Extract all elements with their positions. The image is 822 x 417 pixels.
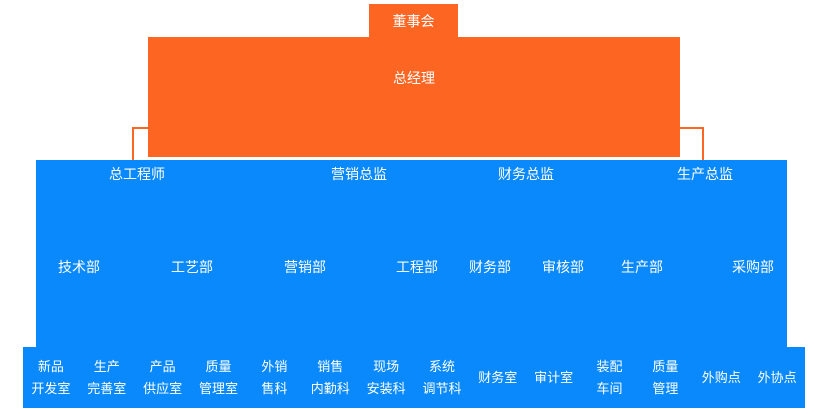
node-board[interactable]: 董事会 (369, 4, 458, 37)
node-dept-engineering[interactable]: 工程部 (396, 259, 438, 275)
node-dept-marketing[interactable]: 营销部 (284, 259, 326, 275)
node-dept-production[interactable]: 生产部 (621, 259, 663, 275)
node-finance-director[interactable]: 财务总监 (498, 166, 554, 182)
node-dept-technology[interactable]: 技术部 (58, 259, 100, 275)
office-label-line: 产品 (149, 358, 176, 374)
node-dept-purchasing[interactable]: 采购部 (732, 259, 774, 275)
node-office-new-product-dev[interactable]: 新品 开发室 (23, 347, 79, 408)
node-office-quality-management[interactable]: 质量 管理 (637, 347, 693, 408)
office-label-line: 车间 (596, 380, 623, 396)
office-label-line: 质量 (652, 358, 679, 374)
node-dept-craft[interactable]: 工艺部 (171, 259, 213, 275)
node-general-manager[interactable]: 总经理 (148, 37, 680, 157)
node-office-quality-management-office[interactable]: 质量 管理室 (191, 347, 247, 408)
connector-left-horizontal (132, 127, 148, 129)
node-office-system-tuning[interactable]: 系统 调节科 (414, 347, 470, 408)
node-office-audit-office[interactable]: 审计室 (526, 347, 582, 408)
office-label-line: 管理室 (199, 380, 239, 396)
office-label-line: 销售 (317, 358, 344, 374)
node-office-external-purchase-point[interactable]: 外购点 (693, 347, 749, 408)
connector-right-horizontal (680, 127, 704, 129)
office-label-line: 新品 (37, 358, 64, 374)
office-label-line: 售科 (261, 380, 288, 396)
office-label-line: 内勤科 (310, 380, 350, 396)
office-label-line: 现场 (373, 358, 400, 374)
connector-left-vertical (132, 127, 134, 160)
connector-right-vertical (702, 127, 704, 160)
node-office-finance-office[interactable]: 财务室 (470, 347, 526, 408)
office-label-line: 管理 (652, 380, 679, 396)
office-label-line: 外协点 (757, 369, 797, 385)
office-label-line: 开发室 (31, 380, 71, 396)
office-label-line: 财务室 (478, 369, 518, 385)
node-chief-engineer[interactable]: 总工程师 (109, 166, 165, 182)
office-label-line: 外购点 (701, 369, 741, 385)
node-office-assembly-workshop[interactable]: 装配 车间 (582, 347, 638, 408)
office-label-line: 审计室 (534, 369, 574, 385)
offices-bar: 新品 开发室 生产 完善室 产品 供应室 质量 管理室 外销 售科 销售 内勤科… (23, 347, 805, 408)
node-office-external-cooperation-point[interactable]: 外协点 (749, 347, 805, 408)
office-label-line: 调节科 (422, 380, 462, 396)
office-label-line: 完善室 (87, 380, 127, 396)
node-office-sales-support[interactable]: 销售 内勤科 (302, 347, 358, 408)
office-label-line: 系统 (428, 358, 455, 374)
node-general-manager-label: 总经理 (393, 70, 435, 86)
office-label-line: 安装科 (366, 380, 406, 396)
node-office-product-supply[interactable]: 产品 供应室 (135, 347, 191, 408)
office-label-line: 供应室 (143, 380, 183, 396)
office-label-line: 生产 (93, 358, 120, 374)
node-dept-finance[interactable]: 财务部 (469, 259, 511, 275)
node-office-export-sales[interactable]: 外销 售科 (246, 347, 302, 408)
node-office-site-installation[interactable]: 现场 安装科 (358, 347, 414, 408)
node-dept-audit[interactable]: 审核部 (542, 259, 584, 275)
node-marketing-director[interactable]: 营销总监 (331, 166, 387, 182)
office-label-line: 质量 (205, 358, 232, 374)
node-board-label: 董事会 (392, 12, 435, 29)
office-label-line: 装配 (596, 358, 623, 374)
office-label-line: 外销 (261, 358, 288, 374)
node-office-production-improvement[interactable]: 生产 完善室 (79, 347, 135, 408)
node-production-director[interactable]: 生产总监 (677, 166, 733, 182)
